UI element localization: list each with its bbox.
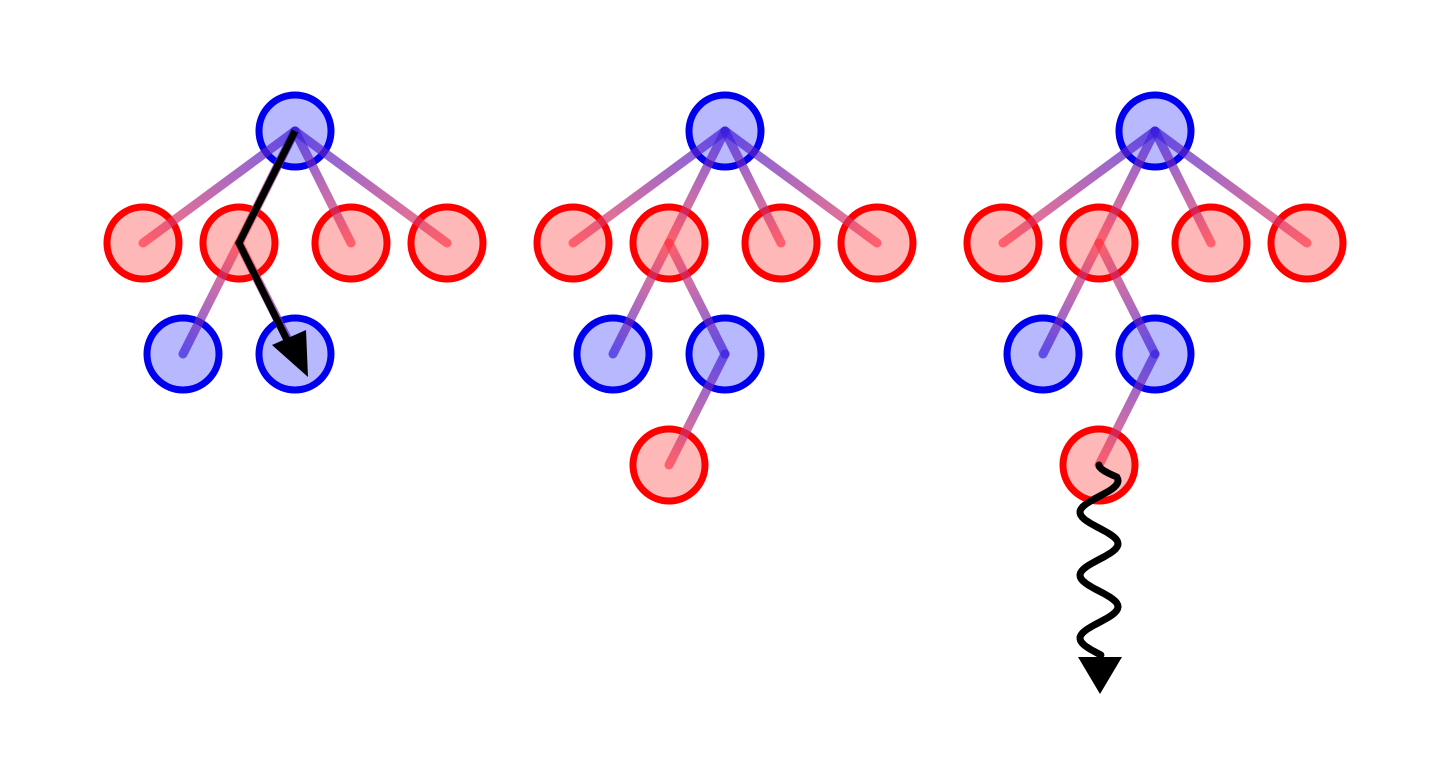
tree-edge [720, 126, 882, 248]
tree-simulation [963, 91, 1347, 505]
tree-edge [608, 238, 674, 359]
tree-edge [664, 126, 730, 248]
tree-edge [568, 126, 730, 248]
tree-expansion [533, 91, 917, 505]
tree-edge [290, 126, 452, 248]
tree-edge [1094, 126, 1160, 248]
selection-arrowhead-icon [272, 330, 308, 377]
tree-edge [1150, 126, 1216, 248]
tree-edge [1094, 238, 1160, 359]
tree-edge [178, 238, 244, 359]
tree-edge [664, 238, 730, 359]
simulation-arrowhead-icon [1078, 657, 1122, 694]
tree-edge [1150, 126, 1312, 248]
tree-edge [290, 126, 356, 248]
tree-edge [138, 126, 300, 248]
tree-edge [664, 349, 730, 470]
tree-edge [1038, 238, 1104, 359]
tree-edge [720, 126, 786, 248]
simulation-rollout-arrow [1076, 461, 1122, 659]
tree-edge [998, 126, 1160, 248]
selection-path-arrow [235, 129, 299, 352]
tree-edge [1094, 349, 1160, 470]
